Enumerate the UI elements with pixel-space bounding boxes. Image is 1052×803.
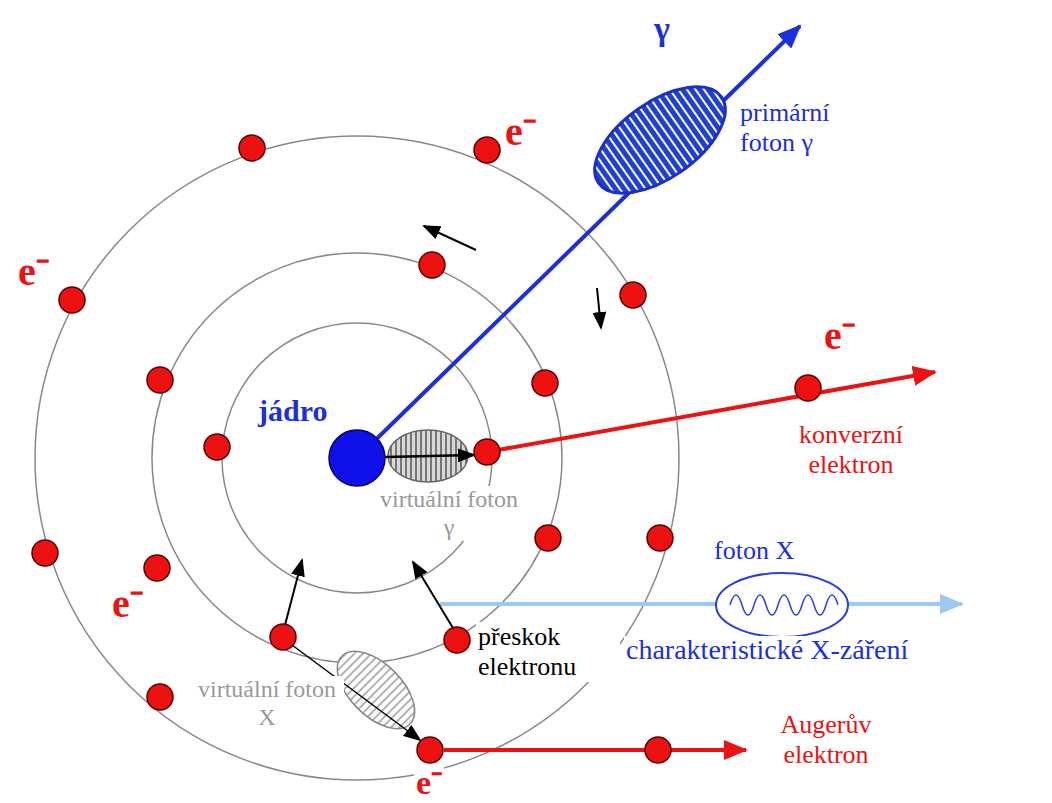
orbit-arrow bbox=[597, 288, 601, 328]
photon-label: foton X bbox=[712, 538, 796, 564]
radiation-label: charakteristické X-záření bbox=[624, 636, 910, 664]
electrons bbox=[32, 135, 821, 763]
electron-symbol: e⁻ bbox=[503, 112, 539, 152]
gamma-photon bbox=[577, 66, 743, 214]
jump-arrow bbox=[413, 562, 453, 628]
x-ray bbox=[440, 602, 962, 606]
nucleus bbox=[329, 430, 385, 486]
electron-orbits bbox=[35, 136, 679, 780]
electron-symbol: e⁻ bbox=[414, 766, 444, 800]
nucleus-label: jádro bbox=[256, 396, 329, 426]
gamma-ray bbox=[357, 26, 800, 458]
transfer-arrow bbox=[385, 455, 474, 457]
electron-path bbox=[444, 748, 746, 752]
x-photon bbox=[716, 573, 848, 637]
electron-symbol: e⁻ bbox=[16, 252, 52, 292]
process-label: přeskok elektronu bbox=[476, 622, 620, 682]
electron-label: konverzní elektron bbox=[764, 420, 938, 480]
orbit-arrow bbox=[424, 226, 476, 250]
photon-label: virtuální foton γ bbox=[372, 486, 526, 541]
electron-label: Augerův elektron bbox=[754, 710, 898, 770]
photon-label: virtuální foton X bbox=[190, 676, 344, 731]
photon-symbol: γ bbox=[652, 12, 672, 46]
electron-symbol: e⁻ bbox=[110, 584, 146, 624]
jump-arrow bbox=[285, 560, 302, 625]
photon-label: primární foton γ bbox=[738, 98, 872, 158]
electron-symbol: e⁻ bbox=[822, 316, 858, 356]
